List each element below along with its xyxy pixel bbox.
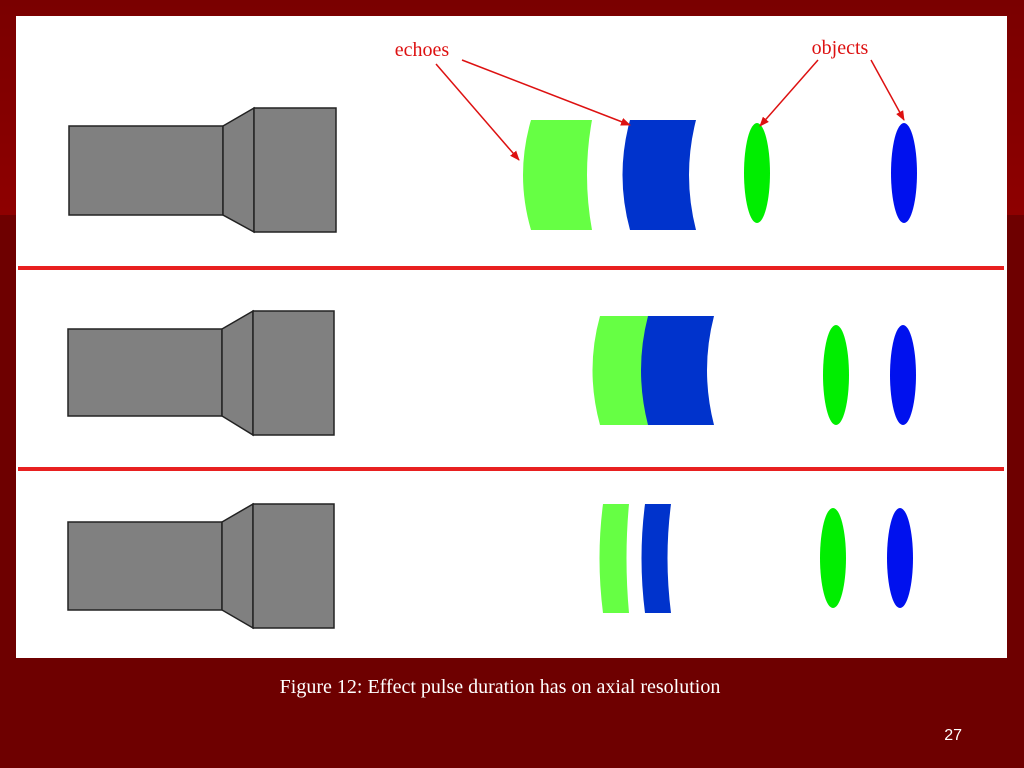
transducer-icon bbox=[68, 106, 337, 234]
arrow-echo-green bbox=[435, 63, 520, 161]
figure-caption: Figure 12: Effect pulse duration has on … bbox=[279, 676, 721, 698]
transducer-icon bbox=[67, 309, 335, 437]
echo-green bbox=[599, 504, 629, 613]
row-overlapping-echoes bbox=[67, 309, 916, 437]
object-green bbox=[820, 508, 846, 608]
object-green bbox=[744, 123, 770, 223]
echo-blue bbox=[641, 316, 714, 425]
row-short-pulse bbox=[67, 502, 913, 630]
row-long-pulse bbox=[68, 106, 917, 234]
object-blue bbox=[887, 508, 913, 608]
transducer-icon bbox=[67, 502, 335, 630]
echo-blue bbox=[641, 504, 671, 613]
object-blue bbox=[890, 325, 916, 425]
echo-blue bbox=[622, 120, 696, 230]
arrow-object-green bbox=[759, 59, 819, 127]
objects-label: objects bbox=[812, 37, 869, 59]
echo-green bbox=[592, 316, 652, 425]
echo-green bbox=[523, 120, 592, 230]
arrow-echo-blue bbox=[461, 59, 631, 126]
object-green bbox=[823, 325, 849, 425]
object-blue bbox=[891, 123, 917, 223]
page-number: 27 bbox=[944, 727, 962, 744]
echoes-label: echoes bbox=[395, 39, 450, 61]
arrow-object-blue bbox=[870, 59, 905, 121]
